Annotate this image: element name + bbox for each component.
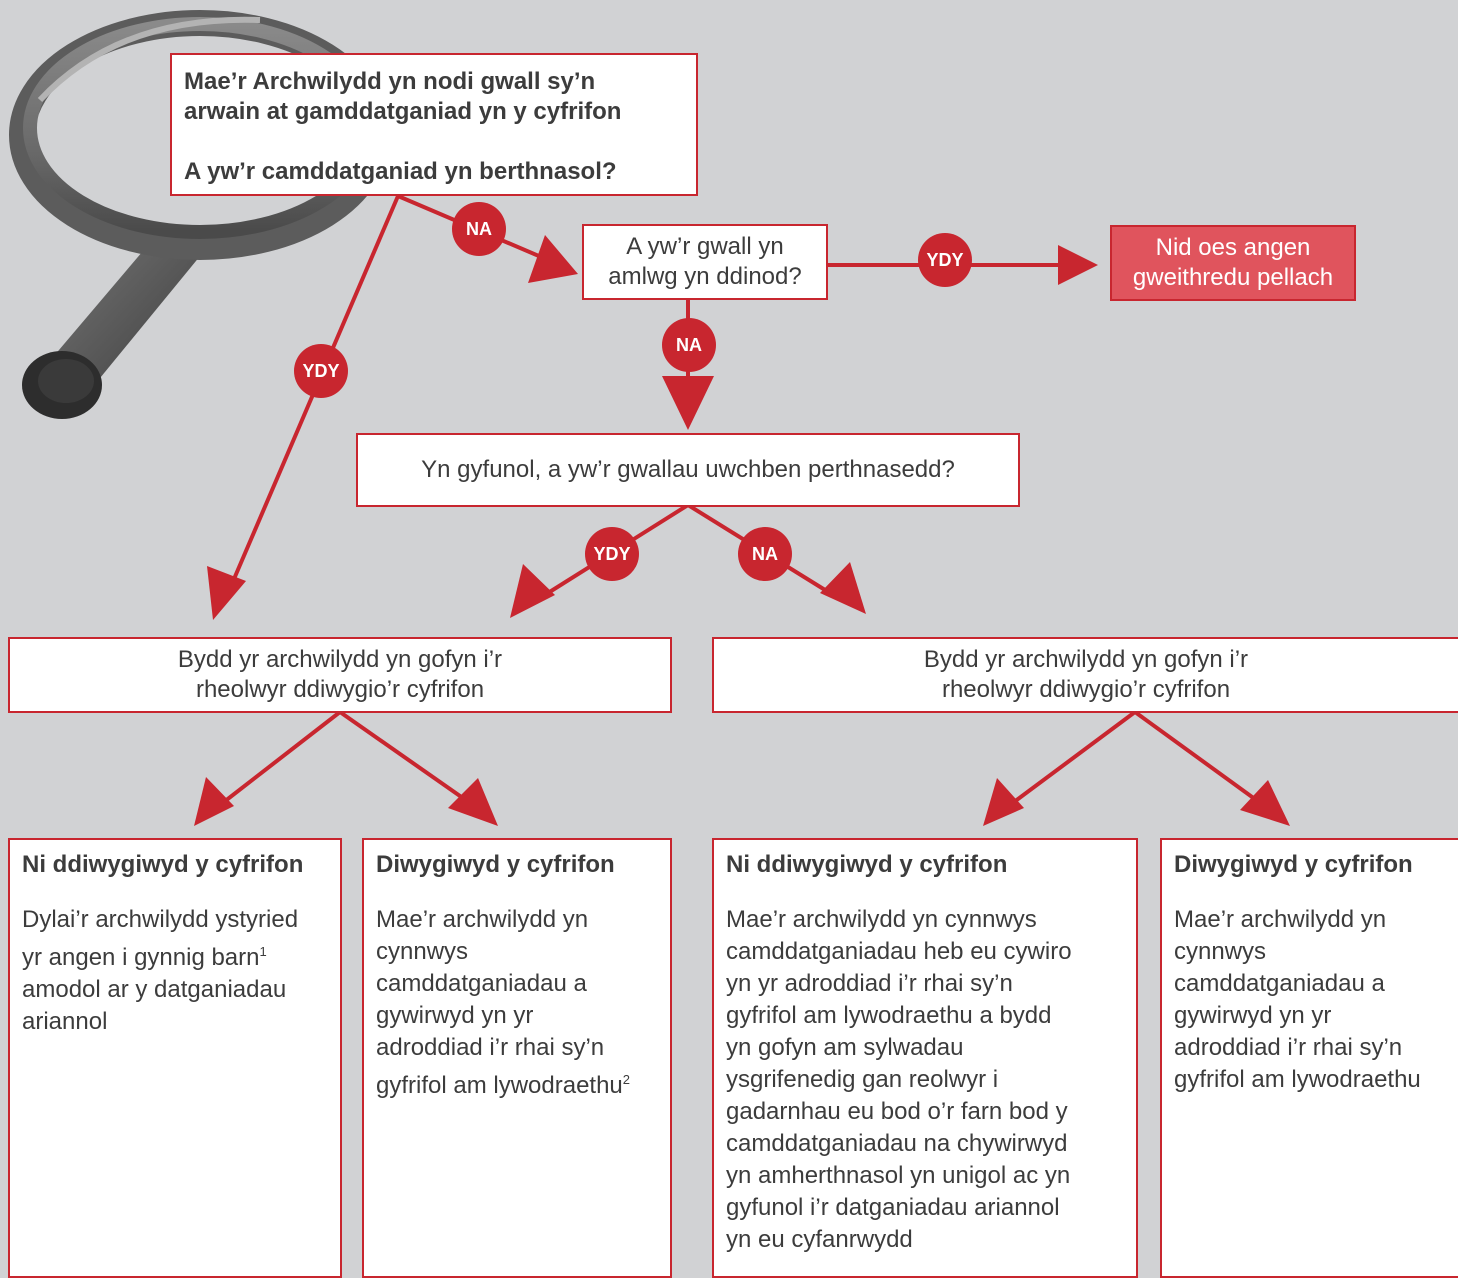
question-aggregate-text: Yn gyfunol, a yw’r gwallau uwchben perth… bbox=[421, 456, 955, 483]
footnote-2: 2 bbox=[622, 1072, 631, 1087]
question-trivial-line-2: amlwg yn ddinod? bbox=[608, 263, 802, 290]
outcome-3-line: gadarnhau eu bod o’r farn bod y bbox=[726, 1098, 1068, 1125]
outcome-3-line: yn eu cyfanrwydd bbox=[726, 1226, 913, 1253]
outcome-box-4: Diwygiwyd y cyfrifon Mae’r archwilydd yn… bbox=[1160, 838, 1458, 1278]
outcome-4-line: adroddiad i’r rhai sy’n bbox=[1174, 1034, 1403, 1061]
outcome-box-2: Diwygiwyd y cyfrifon Mae’r archwilydd yn… bbox=[362, 838, 672, 1278]
badge-ydy-1: YDY bbox=[918, 233, 972, 287]
outcome-box-3: Ni ddiwygiwyd y cyfrifon Mae’r archwilyd… bbox=[712, 838, 1138, 1278]
left-request-line-1: Bydd yr archwilydd yn gofyn i’r bbox=[177, 646, 503, 673]
outcome-3-line: camddatganiadau heb eu cywiro bbox=[726, 938, 1072, 965]
badge-ydy-3: YDY bbox=[585, 527, 639, 581]
outcome-4-line: cynnwys bbox=[1174, 938, 1267, 965]
outcome-1-line: Dylai’r archwilydd ystyried bbox=[22, 906, 299, 933]
outcome-1-line: ariannol bbox=[22, 1008, 108, 1035]
question-trivial-line-1: A yw’r gwall yn bbox=[626, 233, 784, 260]
outcome-1-line: yr angen i gynnig barn bbox=[22, 944, 260, 971]
outcome-3-line: yn amherthnasol yn unigol ac yn bbox=[726, 1162, 1071, 1189]
no-action-box: Nid oes angen gweithredu pellach bbox=[1110, 225, 1356, 301]
right-request-box: Bydd yr archwilydd yn gofyn i’r rheolwyr… bbox=[712, 637, 1458, 713]
outcome-3-text: Mae’r archwilydd yn cynnwys camddatgania… bbox=[726, 904, 1124, 1256]
no-action-line-1: Nid oes angen bbox=[1155, 234, 1311, 261]
outcome-4-line: gyfrifol am lywodraethu bbox=[1174, 1066, 1421, 1093]
outcome-2-line: gywirwyd yn yr bbox=[376, 1002, 534, 1029]
question-trivial-box: A yw’r gwall yn amlwg yn ddinod? bbox=[582, 224, 828, 300]
outcome-2-line: adroddiad i’r rhai sy’n bbox=[376, 1034, 605, 1061]
badge-ydy-2: YDY bbox=[294, 344, 348, 398]
outcome-1-title: Ni ddiwygiwyd y cyfrifon bbox=[22, 851, 304, 878]
footnote-1: 1 bbox=[259, 944, 267, 959]
no-action-line-2: gweithredu pellach bbox=[1132, 264, 1334, 291]
outcome-2-line: gyfrifol am lywodraethu bbox=[376, 1072, 623, 1099]
outcome-3-title: Ni ddiwygiwyd y cyfrifon bbox=[726, 851, 1008, 878]
right-request-line-1: Bydd yr archwilydd yn gofyn i’r bbox=[923, 646, 1249, 673]
outcome-3-line: Mae’r archwilydd yn cynnwys bbox=[726, 906, 1037, 933]
outcome-3-line: gyfrifol am lywodraethu a bydd bbox=[726, 1002, 1052, 1029]
outcome-3-line: ysgrifenedig gan reolwyr i bbox=[726, 1066, 999, 1093]
outcome-4-line: camddatganiadau a bbox=[1174, 970, 1385, 997]
outcome-3-line: yn yr adroddiad i’r rhai sy’n bbox=[726, 970, 1013, 997]
question-aggregate-box: Yn gyfunol, a yw’r gwallau uwchben perth… bbox=[356, 433, 1020, 507]
outcome-3-line: camddatganiadau na chywirwyd bbox=[726, 1130, 1068, 1157]
left-request-box: Bydd yr archwilydd yn gofyn i’r rheolwyr… bbox=[8, 637, 672, 713]
start-line-2: arwain at gamddatganiad yn y cyfrifon bbox=[184, 98, 622, 125]
badge-na-2: NA bbox=[662, 318, 716, 372]
arrow-heads bbox=[194, 235, 1290, 826]
start-question: A yw’r camddatganiad yn berthnasol? bbox=[184, 158, 617, 185]
badge-na-1: NA bbox=[452, 202, 506, 256]
outcome-4-line: Mae’r archwilydd yn bbox=[1174, 906, 1387, 933]
right-request-line-2: rheolwyr ddiwygio’r cyfrifon bbox=[941, 676, 1231, 703]
outcome-1-text: Dylai’r archwilydd ystyried yr angen i g… bbox=[22, 904, 328, 1038]
left-request-line-2: rheolwyr ddiwygio’r cyfrifon bbox=[195, 676, 485, 703]
outcome-3-line: yn gofyn am sylwadau bbox=[726, 1034, 964, 1061]
start-box: Mae’r Archwilydd yn nodi gwall sy’n arwa… bbox=[170, 53, 698, 196]
outcome-3-line: gyfunol i’r datganiadau ariannol bbox=[726, 1194, 1060, 1221]
outcome-4-line: gywirwyd yn yr bbox=[1174, 1002, 1332, 1029]
outcome-2-title: Diwygiwyd y cyfrifon bbox=[376, 851, 615, 878]
outcome-2-line: camddatganiadau a bbox=[376, 970, 587, 997]
start-line-1: Mae’r Archwilydd yn nodi gwall sy’n bbox=[184, 68, 596, 95]
outcome-2-line: cynnwys bbox=[376, 938, 469, 965]
outcome-4-title: Diwygiwyd y cyfrifon bbox=[1174, 851, 1413, 878]
outcome-4-text: Mae’r archwilydd yn cynnwys camddatgania… bbox=[1174, 904, 1446, 1096]
outcome-box-1: Ni ddiwygiwyd y cyfrifon Dylai’r archwil… bbox=[8, 838, 342, 1278]
outcome-1-line: amodol ar y datganiadau bbox=[22, 976, 287, 1003]
outcome-2-line: Mae’r archwilydd yn bbox=[376, 906, 589, 933]
outcome-2-text: Mae’r archwilydd yn cynnwys camddatgania… bbox=[376, 904, 658, 1102]
badge-na-3: NA bbox=[738, 527, 792, 581]
